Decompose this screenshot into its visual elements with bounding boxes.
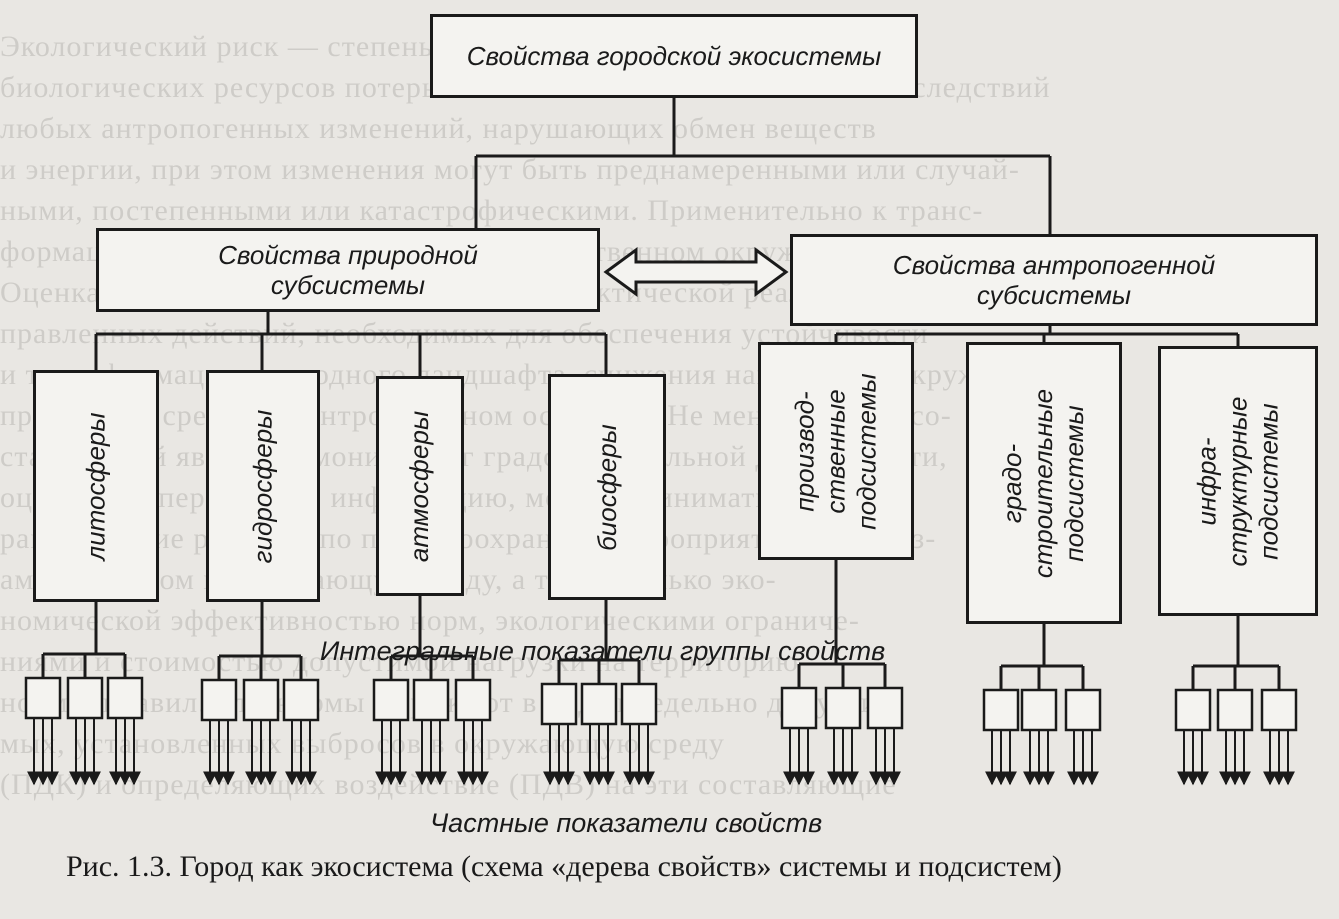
biosphere-label: биосферы xyxy=(591,423,622,551)
integral-indicator-box xyxy=(540,682,578,726)
integral-indicator-box xyxy=(1020,688,1058,732)
integral-indicator-box xyxy=(372,678,410,722)
atmosphere-box: атмосферы xyxy=(376,376,464,596)
integral-indicators-label: Интегральные показатели группы свойств xyxy=(320,636,886,666)
integral-indicator-box xyxy=(200,678,238,722)
integral-indicator-box xyxy=(1260,688,1298,732)
integral-indicator-box xyxy=(580,682,618,726)
background-text-line: мых, установленных выбросов в окружающую… xyxy=(0,727,725,760)
production-subsystems-label: производ- ственные подсистемы xyxy=(789,372,882,530)
integral-indicator-box xyxy=(454,678,492,722)
biosphere-box: биосферы xyxy=(548,374,666,600)
anthropogenic-subsystem-label: Свойства антропогенной субсистемы xyxy=(892,250,1216,310)
integral-indicator-box xyxy=(1064,688,1102,732)
integral-indicator-box xyxy=(866,686,904,730)
background-text-line: (ПДК) и определяющих воздействие (ПДВ) н… xyxy=(0,768,897,801)
integral-indicator-box xyxy=(982,688,1020,732)
natural-subsystem-label: Свойства природной субсистемы xyxy=(218,240,478,300)
city-ecosystem-box: Свойства городской экосистемы xyxy=(430,14,918,98)
city-ecosystem-label: Свойства городской экосистемы xyxy=(466,41,882,71)
hydrosphere-label: гидросферы xyxy=(247,409,278,563)
production-subsystems-box: производ- ственные подсистемы xyxy=(758,342,914,560)
anthropogenic-subsystem-box: Свойства антропогенной субсистемы xyxy=(790,234,1318,326)
partial-indicators-label: Частные показатели свойств xyxy=(430,808,823,838)
atmosphere-label: атмосферы xyxy=(404,410,435,562)
integral-indicator-box xyxy=(1174,688,1212,732)
double-arrow-icon xyxy=(603,247,789,297)
integral-indicator-box xyxy=(780,686,818,730)
urban-planning-subsystems-label: градо- строительные подсистемы xyxy=(997,388,1090,578)
infrastructure-subsystems-box: инфра- структурные подсистемы xyxy=(1158,346,1318,616)
integral-indicator-box xyxy=(282,678,320,722)
background-text-line: номической эффективностью норм, экологич… xyxy=(0,604,860,637)
background-text-line: любых антропогенных изменений, нарушающи… xyxy=(0,112,877,145)
integral-indicator-box xyxy=(66,676,104,720)
figure-caption: Рис. 1.3. Город как экосистема (схема «д… xyxy=(66,850,1062,883)
integral-indicator-box xyxy=(1216,688,1254,732)
background-text-line: ниями и стоимостью допустимой нагрузки н… xyxy=(0,645,799,678)
integral-indicator-box xyxy=(106,676,144,720)
integral-indicator-box xyxy=(824,686,862,730)
integral-indicator-box xyxy=(620,682,658,726)
infrastructure-subsystems-label: инфра- структурные подсистемы xyxy=(1191,396,1284,566)
hydrosphere-box: гидросферы xyxy=(206,370,320,602)
integral-indicator-box xyxy=(24,676,62,720)
background-text-line: ными, постепенными или катастрофическими… xyxy=(0,194,984,227)
lithosphere-box: литосферы xyxy=(33,370,159,602)
integral-indicator-box xyxy=(242,678,280,722)
background-text-line: и энергии, при этом изменения могут быть… xyxy=(0,153,1020,186)
lithosphere-label: литосферы xyxy=(80,411,111,561)
urban-planning-subsystems-box: градо- строительные подсистемы xyxy=(966,342,1122,624)
integral-indicator-box xyxy=(412,678,450,722)
natural-subsystem-box: Свойства природной субсистемы xyxy=(96,228,600,312)
